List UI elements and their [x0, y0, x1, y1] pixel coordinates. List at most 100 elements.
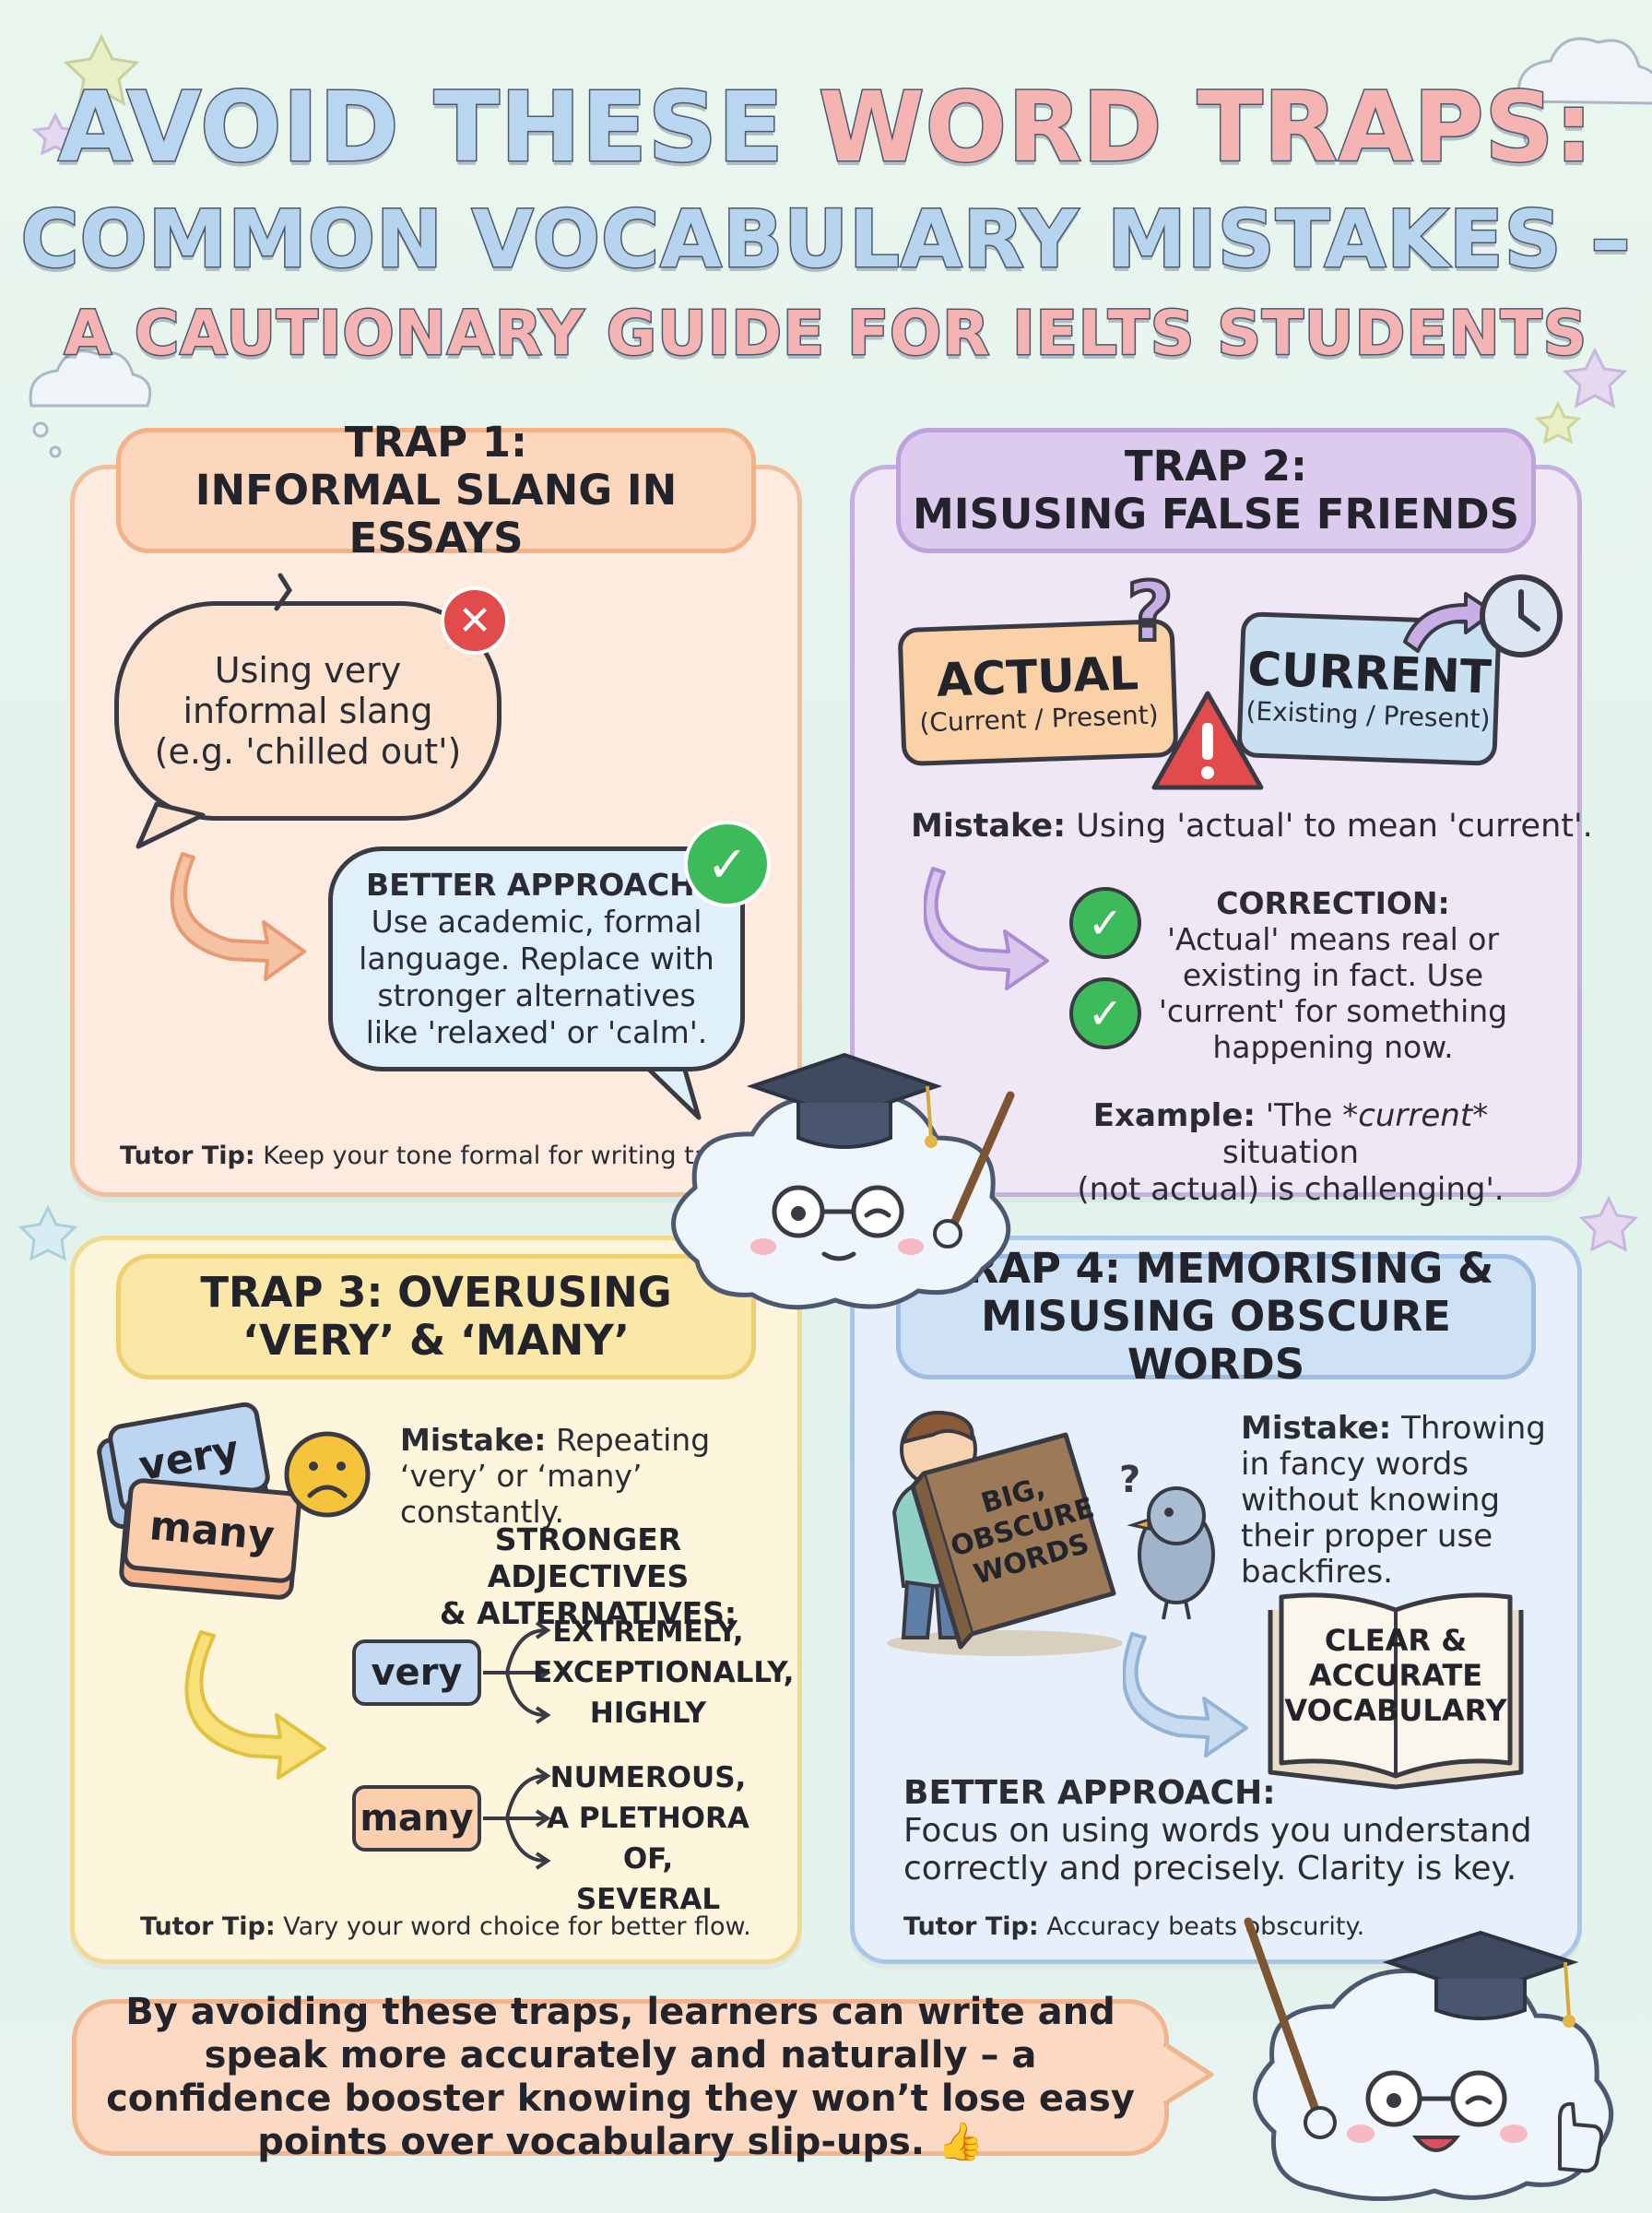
cloud-mascot-icon — [1244, 1917, 1614, 2201]
star-icon — [31, 112, 1639, 1252]
tip-label: Tutor Tip: — [140, 1912, 276, 1941]
title-part-a: AVOID THESE — [57, 71, 819, 184]
tip-text: Vary your word choice for better flow. — [275, 1912, 751, 1941]
trap4-heading-line2: MISUSING OBSCURE WORDS — [981, 1292, 1451, 1389]
very-alternatives: EXTREMELY, EXCEPTIONALLY, HIGHLY — [533, 1612, 795, 1734]
trap3-mistake: Mistake: Repeating ‘very’ or ‘many’ cons… — [400, 1422, 769, 1530]
arrow-icon — [1123, 1632, 1248, 1757]
star-icon — [63, 33, 140, 106]
cloud-icon — [29, 37, 1652, 458]
arrow-icon — [170, 852, 306, 981]
check-icon: ✓ — [1069, 977, 1141, 1049]
alt-word: A PLETHORA OF, — [547, 1802, 749, 1876]
thumbs-up-icon — [1558, 2101, 1604, 2173]
trap4-better-approach: BETTER APPROACH: Focus on using words yo… — [903, 1774, 1549, 1888]
trap2-mistake: Mistake: Using 'actual' to mean 'current… — [911, 808, 1593, 845]
trap1-heading-line1: TRAP 1: — [344, 418, 528, 467]
alt-word: NUMEROUS, — [549, 1761, 747, 1794]
trap3-tutor-tip: Tutor Tip: Vary your word choice for bet… — [140, 1912, 751, 1941]
branch-arrows — [483, 1767, 551, 1870]
trap4-mistake: Mistake: Throwing in fancy words without… — [1241, 1411, 1564, 1591]
open-book-icon: CLEAR & ACCURATE VOCABULARY — [1268, 1592, 1524, 1790]
trap1-heading-line2: INFORMAL SLANG IN ESSAYS — [195, 466, 678, 562]
slang-bubble-text: Using very informal slang (e.g. 'chilled… — [154, 650, 462, 772]
check-icon: ✓ — [1069, 887, 1141, 959]
check-icon: ✓ — [684, 821, 771, 907]
branch-arrows — [483, 1621, 551, 1724]
mistake-text: Repeating ‘very’ or ‘many’ constantly. — [400, 1422, 711, 1530]
trap1-heading: TRAP 1: INFORMAL SLANG IN ESSAYS — [116, 419, 756, 562]
footer-summary: By avoiding these traps, learners can wr… — [72, 1991, 1169, 2163]
question-mark-icon: ? — [1125, 566, 1175, 658]
alt-word: SEVERAL — [575, 1883, 721, 1916]
trap3-heading-line1: TRAP 3: OVERUSING — [200, 1268, 672, 1317]
sad-face-icon — [284, 1431, 371, 1518]
many-chip: many — [352, 1785, 481, 1852]
very-chip: very — [352, 1639, 481, 1706]
better-approach-bubble: BETTER APPROACH: Use academic, formal la… — [328, 846, 745, 1071]
bird-icon: ? — [1119, 1459, 1215, 1620]
tip-label: Tutor Tip: — [903, 1912, 1039, 1941]
correction-block: CORRECTION: 'Actual' means real or exist… — [1139, 885, 1527, 1065]
many-chip-text: many — [360, 1797, 474, 1840]
mistake-text: Using 'actual' to mean 'current'. — [1066, 808, 1593, 845]
trap3-heading: TRAP 3: OVERUSING ‘VERY’ & ‘MANY’ — [116, 1254, 756, 1379]
star-icon — [1534, 400, 1582, 444]
svg-text:?: ? — [1127, 566, 1174, 658]
arrow-icon — [184, 1630, 326, 1780]
example-label: Example: — [1092, 1097, 1256, 1134]
better-approach-heading: BETTER APPROACH: — [366, 867, 707, 903]
book-icon — [910, 1432, 1116, 1650]
cloud-mascot-icon — [671, 1052, 1015, 1310]
alt-word: EXTREMELY, — [552, 1615, 744, 1649]
many-note-card: many — [121, 1476, 303, 1585]
example-pre: 'The * — [1255, 1097, 1359, 1134]
alt-word: HIGHLY — [589, 1697, 707, 1730]
tip-text: Keep your tone formal for writing tasks. — [254, 1142, 758, 1170]
warning-icon — [1151, 691, 1264, 790]
word-actual: ACTUAL — [935, 646, 1139, 707]
star-icon — [18, 1204, 78, 1261]
tagline: A CAUTIONARY GUIDE FOR IELTS STUDENTS — [63, 297, 1588, 371]
mistake-label: Mistake: — [1241, 1410, 1392, 1447]
error-x-icon: ✕ — [441, 586, 509, 655]
open-book-line3: VOCABULARY — [1284, 1693, 1507, 1728]
very-chip-text: very — [371, 1651, 463, 1694]
title-part-b: WORD TRAPS: — [817, 71, 1594, 184]
arrow-icon — [924, 867, 1049, 990]
example-post: * situation — [1221, 1097, 1489, 1171]
correction-heading: CORRECTION: — [1216, 885, 1450, 921]
mistake-text: Throwing in fancy words without knowing … — [1241, 1410, 1546, 1591]
clock-icon — [1403, 574, 1563, 657]
trap4-heading-line1: TRAP 4: MEMORISING & — [938, 1244, 1494, 1293]
trap2-heading-line2: MISUSING FALSE FRIENDS — [912, 490, 1520, 538]
open-book-line1: CLEAR & — [1325, 1623, 1467, 1658]
subtitle: COMMON VOCABULARY MISTAKES – — [19, 193, 1632, 288]
graduation-cap-icon — [1382, 1930, 1579, 2028]
trap1-tutor-tip: Tutor Tip: Keep your tone formal for wri… — [120, 1142, 758, 1170]
trap2-card — [850, 465, 1582, 1197]
many-alternatives: NUMEROUS, A PLETHORA OF, SEVERAL — [533, 1757, 763, 1920]
student-with-big-book-illustration: BIG, OBSCURE WORDS — [887, 1411, 1123, 1656]
trap3-heading-line2: ‘VERY’ & ‘MANY’ — [242, 1316, 630, 1365]
trap4-tutor-tip: Tutor Tip: Accuracy beats obscurity. — [903, 1912, 1364, 1941]
alt-word: EXCEPTIONALLY, — [533, 1656, 795, 1689]
many-card-text: many — [148, 1501, 277, 1560]
svg-text:?: ? — [1119, 1459, 1140, 1501]
mistake-label: Mistake: — [400, 1422, 547, 1458]
mistake-label: Mistake: — [911, 808, 1067, 845]
main-title: AVOID THESE WORD TRAPS: — [0, 71, 1652, 184]
footer-text: By avoiding these traps, learners can wr… — [106, 1991, 1135, 2163]
better-approach-text: Focus on using words you understand corr… — [903, 1812, 1532, 1888]
example-block: Example: 'The *current* situation (not a… — [1032, 1097, 1549, 1208]
example-emphasis: current — [1358, 1097, 1473, 1134]
stronger-alternatives-heading: STRONGER ADJECTIVES & ALTERNATIVES: — [404, 1521, 773, 1632]
example-line2: (not actual) is challenging'. — [1077, 1171, 1504, 1208]
better-approach-text: Use academic, formal language. Replace w… — [359, 904, 714, 1050]
open-book-line2: ACCURATE — [1309, 1658, 1482, 1693]
trap2-heading: TRAP 2: MISUSING FALSE FRIENDS — [896, 428, 1536, 553]
graduation-cap-icon — [746, 1052, 943, 1149]
better-approach-heading: BETTER APPROACH: — [903, 1774, 1276, 1812]
slang-speech-bubble: Using very informal slang (e.g. 'chilled… — [114, 601, 502, 821]
